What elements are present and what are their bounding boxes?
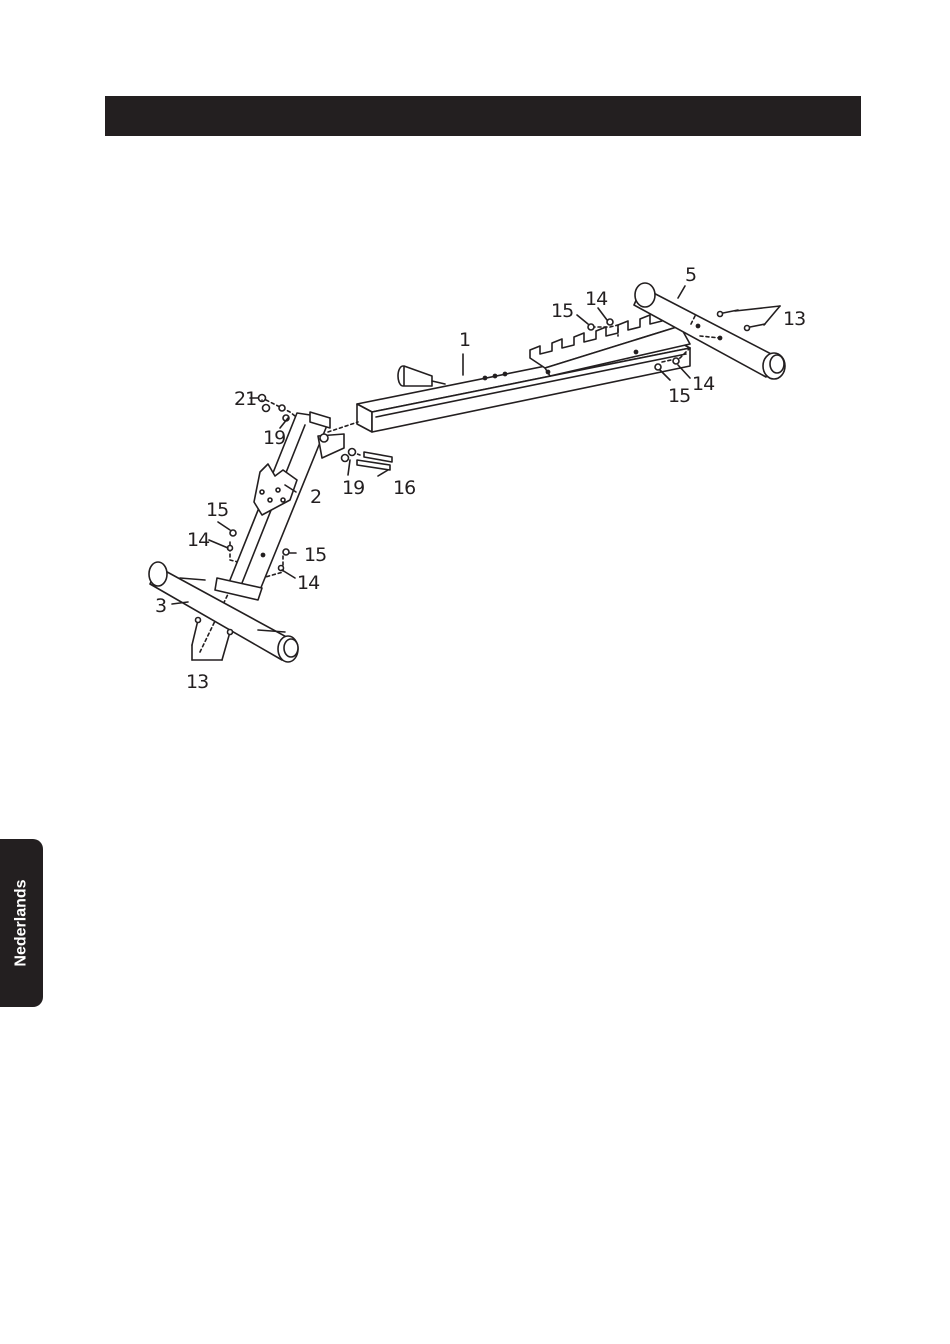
callout-part-13-front: 13 [186,671,208,693]
callout-part-14-front: 14 [297,572,320,594]
callout-part-19-upper: 19 [263,427,285,449]
callout-part-16: 16 [393,477,415,499]
main-frame-part [357,311,690,432]
bolt-13-rear [718,306,781,331]
callout-part-15-left: 15 [206,499,228,521]
callout-part-21: 21 [234,388,256,410]
callout-part-14-right: 14 [692,373,715,395]
callout-part-19-lower: 19 [342,477,364,499]
callout-part-14-left: 14 [187,529,210,551]
callout-part-15-top: 15 [551,300,573,322]
callout-part-5: 5 [685,264,696,286]
callout-part-1: 1 [459,329,470,351]
callout-part-3: 3 [155,595,166,617]
callout-part-2: 2 [310,486,321,508]
callout-part-15-right: 15 [668,385,690,407]
front-stabilizer-part [149,562,298,662]
callout-part-13-rear: 13 [783,308,805,330]
callout-part-15-front: 15 [304,544,326,566]
callout-part-14-top: 14 [585,288,608,310]
